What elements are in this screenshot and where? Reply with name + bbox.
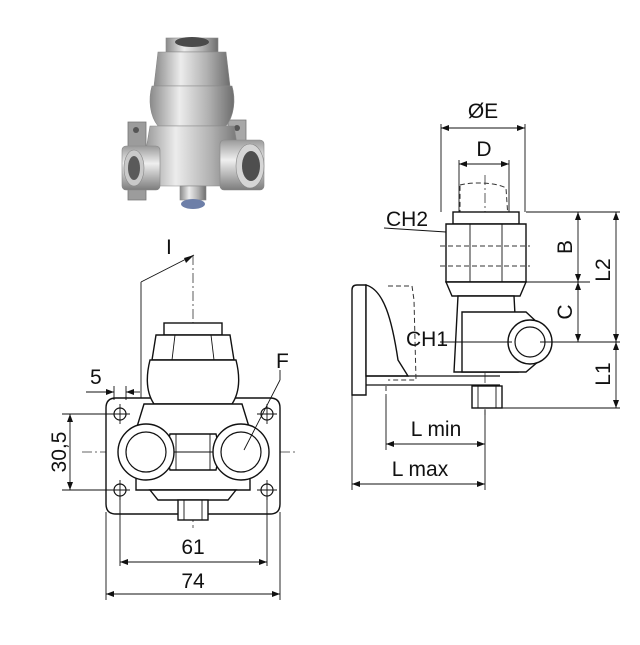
label-ch2: CH2 <box>386 208 428 231</box>
dim-30-5: 30,5 <box>48 432 71 473</box>
label-f: F <box>276 350 289 373</box>
side-view: ØE D CH2 CH1 B C L2 L1 L min L max <box>351 100 620 490</box>
dim-l1: L1 <box>592 362 615 385</box>
dim-5: 5 <box>90 366 102 389</box>
dim-oe: ØE <box>468 100 498 123</box>
dim-61: 61 <box>181 536 204 559</box>
dim-lmin: L min <box>411 418 462 441</box>
dim-lmax: L max <box>392 458 449 481</box>
dim-74: 74 <box>181 570 205 593</box>
dim-b: B <box>554 240 577 254</box>
label-ch1: CH1 <box>406 328 448 351</box>
dim-l2: L2 <box>592 258 615 281</box>
dim-c: C <box>554 304 577 319</box>
front-view: I F 5 30,5 61 74 <box>48 236 296 600</box>
label-i: I <box>166 236 172 259</box>
product-photo <box>121 37 265 209</box>
dim-d: D <box>476 138 491 161</box>
